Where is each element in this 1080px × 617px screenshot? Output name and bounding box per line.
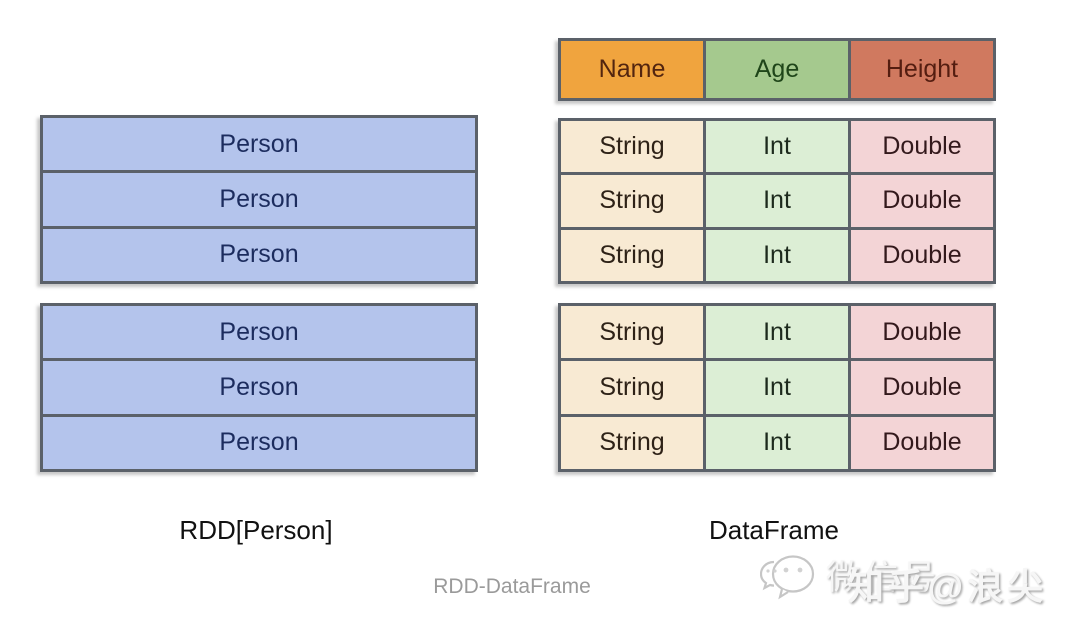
dataframe-label: DataFrame [708,515,840,545]
person-row: Person [43,228,475,281]
person-row: Person [43,416,475,469]
diagram-caption: RDD-DataFrame [433,575,591,598]
person-row: Person [43,306,475,359]
person-row: Person [43,173,475,226]
dataframe-header-cells: Name Age Height [561,41,993,98]
cell-string: String [561,121,703,173]
wechat-icon [760,555,815,600]
cell-string: String [561,306,703,359]
cell-int: Int [706,361,848,414]
header-cell-height: Height [851,41,993,98]
cell-double: Double [851,306,993,359]
header-cell-age: Age [706,41,848,98]
cell-int: Int [706,306,848,359]
watermark: 微信号 知乎@浪尖 [760,544,1080,608]
cell-int: Int [706,121,848,173]
watermark-zhihu-text: 知乎@浪尖 [848,566,1048,607]
cell-int: Int [706,229,848,281]
dataframe-header-row: Name Age Height [558,38,996,101]
cell-double: Double [851,361,993,414]
cell-int: Int [706,175,848,227]
cell-string: String [561,416,703,469]
cell-double: Double [851,229,993,281]
cell-double: Double [851,416,993,469]
watermark-wechat-text: 微信号 [826,559,940,597]
cell-int: Int [706,416,848,469]
person-row: Person [43,118,475,171]
cell-double: Double [851,121,993,173]
cell-string: String [561,175,703,227]
rdd-label: RDD[Person] [179,515,333,545]
header-cell-name: Name [561,41,703,98]
cell-double: Double [851,175,993,227]
cell-string: String [561,361,703,414]
person-row: Person [43,361,475,414]
cell-string: String [561,229,703,281]
